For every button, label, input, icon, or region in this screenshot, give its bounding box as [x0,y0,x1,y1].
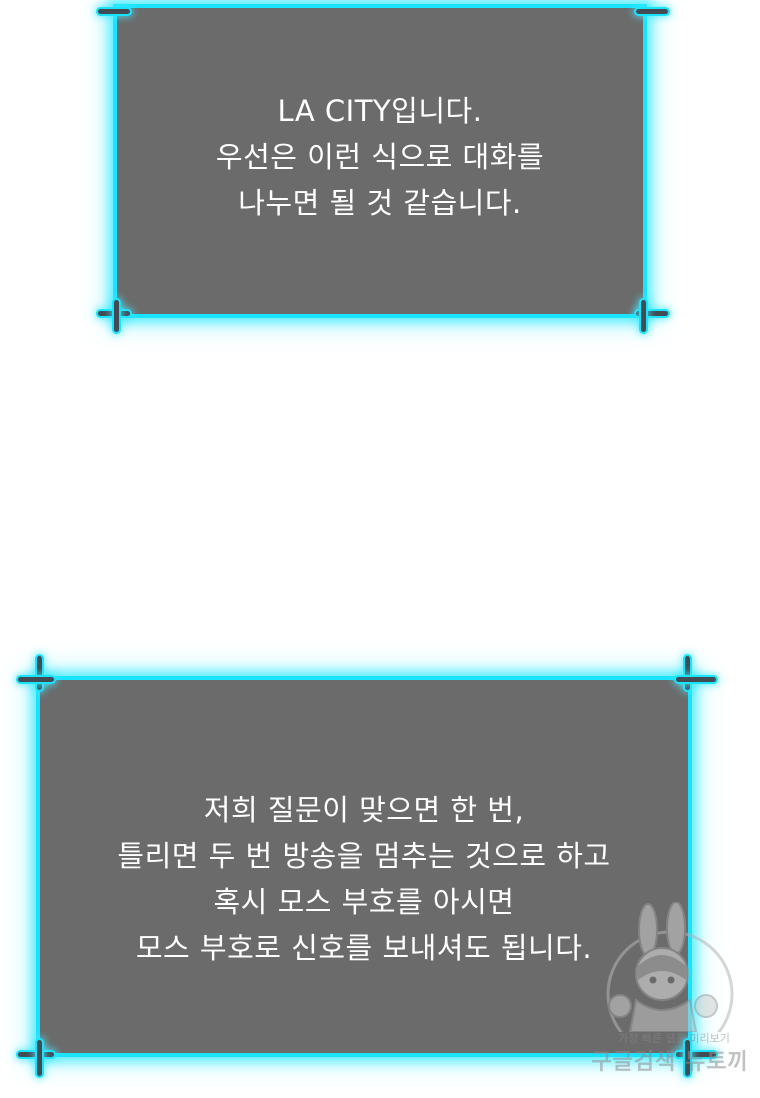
narration-box-2: 저희 질문이 맞으면 한 번, 틀리면 두 번 방송을 멈추는 것으로 하고 혹… [36,676,692,1057]
frame-line [37,1040,42,1076]
frame-line [641,300,646,332]
narration-box-1: LA CITY입니다. 우선은 이런 식으로 대화를 나누면 될 것 같습니다. [113,4,647,318]
frame-line [18,677,54,682]
frame-line [685,656,690,690]
frame-line [685,1040,690,1076]
frame-line [676,1052,716,1057]
frame-line [18,1052,54,1057]
narration-text-1: LA CITY입니다. 우선은 이런 식으로 대화를 나누면 될 것 같습니다. [215,94,545,220]
narration-text-2: 저희 질문이 맞으면 한 번, 틀리면 두 번 방송을 멈추는 것으로 하고 혹… [117,792,611,965]
frame-line [636,9,668,14]
frame-line [114,300,119,332]
frame-line [636,311,668,316]
frame-line [37,656,42,690]
frame-line [98,9,130,14]
frame-line [676,677,716,682]
